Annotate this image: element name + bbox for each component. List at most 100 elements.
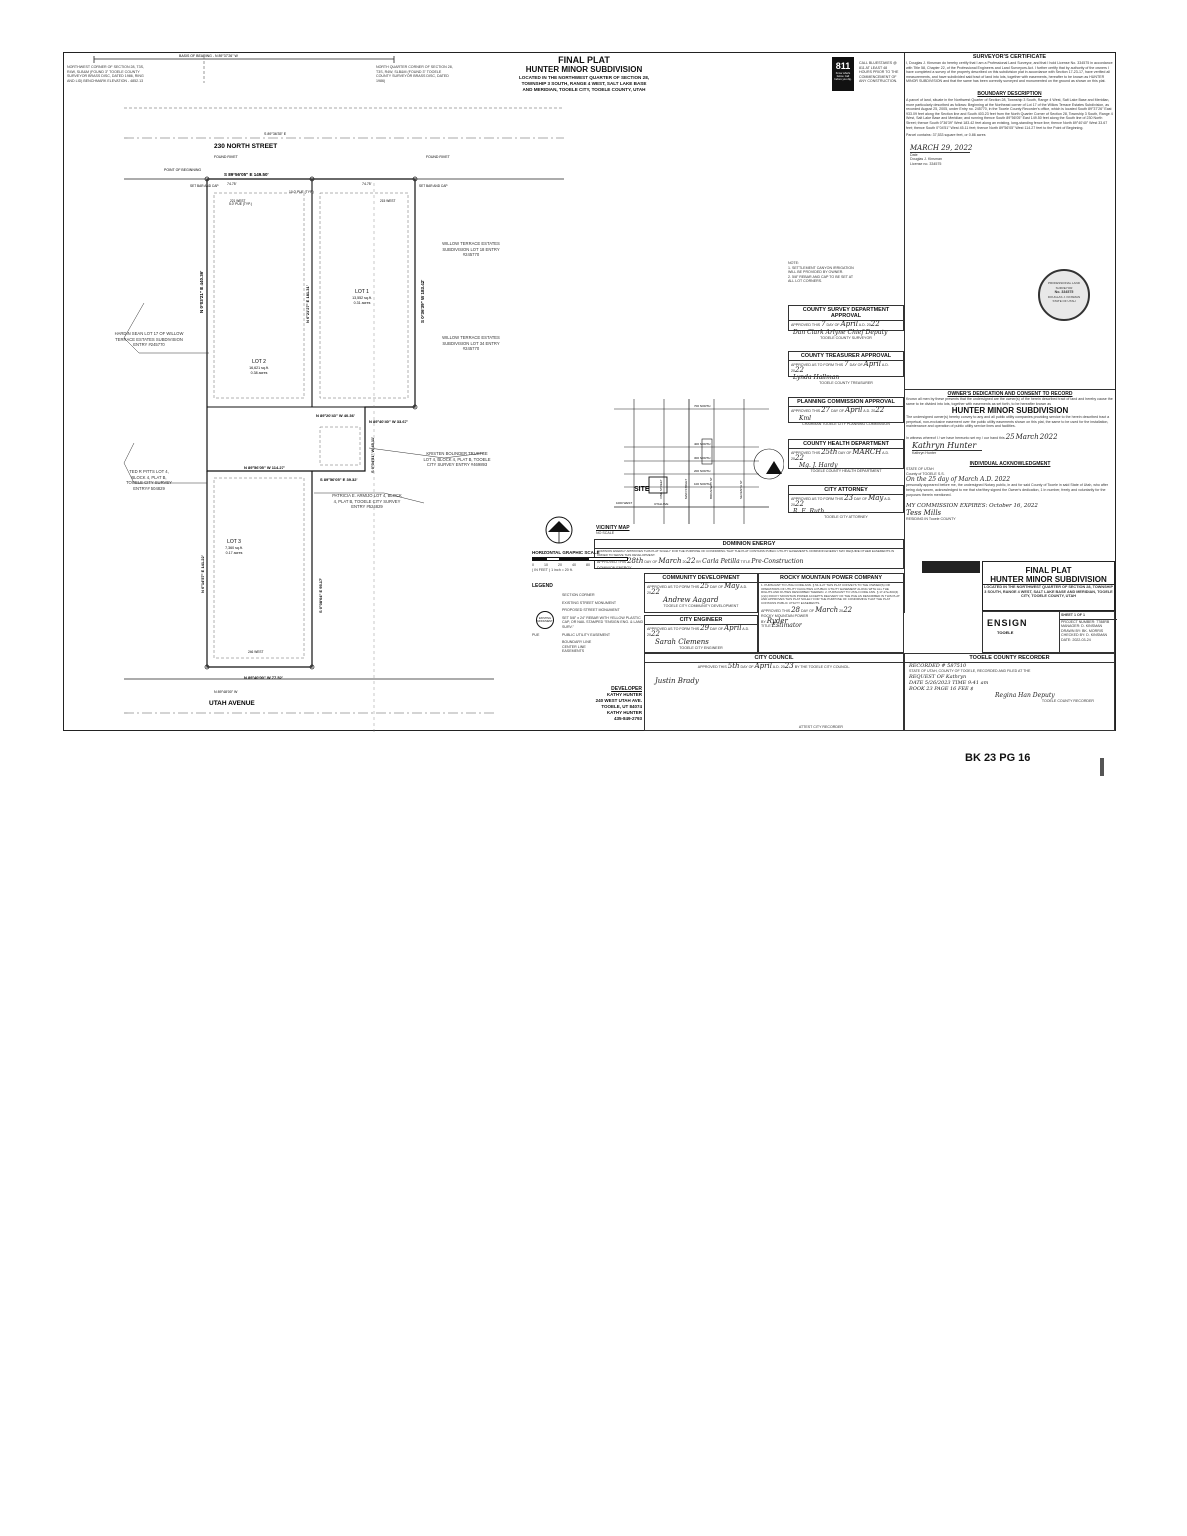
approval-year: 22 — [870, 320, 880, 328]
vicinity-site: SITE — [634, 486, 650, 493]
owner-witness: In witness whereof I / we have hereunto … — [906, 432, 1114, 441]
approval-caption: TOOELE CITY COMMUNITY DEVELOPMENT — [663, 604, 739, 609]
approval-signature: Ryder — [766, 616, 788, 625]
approval-signature: Justin Brady — [655, 676, 699, 685]
legend-pue-abbr: PUE — [532, 632, 540, 637]
vicinity-street-8: MAIN STREET — [684, 479, 688, 499]
scale-tick: 40 — [572, 563, 576, 567]
line-e: N 89°40'00" W 77.52' — [244, 675, 283, 680]
call-811-text: CALL BLUESTAKES @ 811 AT LEAST 48 HOURS … — [859, 61, 899, 84]
legend-item: CENTER LINE — [532, 645, 644, 650]
approval-month: March — [658, 557, 682, 566]
north-seg-1: 74.75' — [227, 182, 237, 186]
titleblock-subtitle: HUNTER MINOR SUBDIVISION — [983, 575, 1114, 585]
approval-by-title: Pre-Construction — [751, 558, 804, 566]
adjoiner-armijo: PATRICIA E. ARMIJO LOT 4, BLOCK 4, PLAT … — [332, 493, 402, 509]
lot1-label: LOT 1 — [355, 289, 369, 295]
scale-title: HORIZONTAL GRAPHIC SCALE — [532, 550, 600, 555]
approval-day: 5th — [727, 662, 740, 670]
approval-title: COMMUNITY DEVELOPMENT — [645, 574, 757, 583]
ack-ss: S.S. — [937, 471, 945, 476]
call-811-number: 811 — [835, 61, 851, 71]
street-south-label: UTAH AVENUE — [209, 700, 255, 707]
owner-subdivision: HUNTER MINOR SUBDIVISION — [951, 406, 1069, 416]
owner-dedication: OWNER'S DEDICATION AND CONSENT TO RECORD… — [906, 391, 1114, 522]
approval-year: 22 — [795, 499, 804, 508]
lot1-address: 215 WEST — [380, 199, 395, 203]
owner-witness-month: March — [1015, 432, 1039, 441]
vicinity-map: SITE 700 NORTH 400 NORTH 300 NORTH 200 N… — [594, 389, 784, 537]
approval-caption: TOOELE COUNTY HEALTH DEPARTMENT — [810, 469, 882, 474]
legend-item-label: CENTER LINE — [562, 644, 586, 649]
plat-sheet: BASIS OF BEARING - N 89°37'26" W NORTHWE… — [63, 52, 1117, 732]
sheet-number: SHEET 1 OF 1 — [1060, 612, 1117, 620]
approval-day: 28th — [627, 557, 644, 566]
project-number: PROJECT NUMBER: 7788RB — [1061, 619, 1110, 624]
adjoiner-lot34: WILLOW TERRACE ESTATES SUBDIVISION LOT 3… — [442, 335, 500, 351]
pue-side: 5.0' PUE (TYP.) — [229, 202, 252, 206]
call-811-sub: Know what's below. Call before you dig. — [834, 72, 852, 81]
note-title: NOTE: — [788, 261, 799, 265]
rmp-text: 1. PURSUANT TO UTAH CODE ANN. § 54-3-27 … — [761, 583, 900, 605]
ack-title: INDIVIDUAL ACKNOWLEDGMENT — [969, 461, 1051, 468]
street-south-bearing: N 89°48'00" W — [214, 690, 238, 694]
approval-date: APPROVED THIS 25th DAY OF MARCH A.D. 202… — [791, 448, 890, 462]
approval-caption: DOMINION ENERGY — [597, 565, 632, 570]
approval-date: APPROVED THIS 28 DAY OF March 2022 — [761, 605, 853, 614]
west-bearing: N 0°03'21" E 440.36' — [199, 271, 204, 313]
developer-block: DEVELOPER KATHY HUNTER 240 WEST UTAH AVE… — [574, 686, 642, 722]
approval-community: COMMUNITY DEVELOPMENT APPROVED AS TO FOR… — [644, 573, 758, 613]
lot3-label: LOT 3 — [227, 539, 241, 545]
street-north-bearing: S 89°36'35" E — [264, 132, 287, 136]
surveyor-title: SURVEYOR'S CERTIFICATE — [972, 54, 1047, 60]
recorder-date: DATE 5/26/2023 TIME 9:41 am — [909, 679, 989, 686]
vicinity-street-2: 400 NORTH — [694, 442, 710, 446]
approval-signature: Andrew Aagard — [663, 596, 719, 605]
vicinity-street-9: BROADWAY ST — [709, 477, 713, 499]
approval-title: COUNTY TREASURER APPROVAL — [789, 352, 903, 361]
approval-attorney: CITY ATTORNEY APPROVED AS TO FORM THIS 2… — [788, 485, 904, 519]
surveyor-box-left — [904, 53, 905, 613]
approval-date: APPROVED THIS 28th DAY OF March 2022 BY … — [597, 557, 804, 566]
lot2-acres: 0.38 acres — [251, 371, 268, 375]
developer-line-2: 240 WEST UTAH AVE. — [595, 698, 642, 703]
titleblock-title: FINAL PLAT — [1025, 566, 1072, 575]
checked-by: CHECKED BY: D. KINSMAN — [1061, 633, 1108, 638]
approval-caption: ROCKY MOUNTAIN POWER — [761, 614, 809, 619]
lot1-acres: 0.31 acres — [354, 301, 371, 305]
approval-dominion: DOMINION ENERGY DOMINION ENERGY APPROVES… — [594, 539, 904, 570]
surveyor-sign-license: License no. 334575 — [910, 161, 942, 166]
approval-signature: Mg. J. Hardy — [799, 462, 838, 470]
owner-title: OWNER'S DEDICATION AND CONSENT TO RECORD — [947, 391, 1073, 397]
legend-item: EASEMENTS — [532, 649, 644, 654]
owner-dedication-text: The undersigned owner(s) hereby convey t… — [906, 415, 1110, 429]
legend-title: LEGEND — [532, 583, 553, 589]
legend-item-label: BOUNDARY LINE — [562, 640, 592, 645]
approval-day: 7 — [844, 360, 849, 368]
legend-item: BOUNDARY LINE — [532, 640, 644, 645]
vicinity-street-11: 1000 WEST — [616, 501, 632, 505]
basis-bearing: BASIS OF BEARING - N 89°37'26" W — [179, 54, 238, 58]
set-bar-label-2: SET BAR AND CAP — [419, 184, 447, 188]
title-block: FINAL PLAT HUNTER MINOR SUBDIVISION LOCA… — [982, 561, 1115, 611]
county-recorder: TOOELE COUNTY RECORDER RECORDED # 587510… — [904, 653, 1115, 731]
lot3-area: 7,360 sq.ft. — [225, 546, 243, 550]
owner-signature: Kathryn Hunter — [912, 440, 977, 450]
scale-tick: 10 — [544, 563, 548, 567]
approval-caption: TOOELE COUNTY SURVEYOR — [820, 335, 872, 340]
approval-signature: Sarah Clemens — [655, 638, 709, 647]
line-d: S 89°56'05" E 39.32' — [320, 477, 357, 482]
pob-label: POINT OF BEGINNING — [164, 168, 201, 172]
approval-year: 22 — [795, 365, 804, 374]
approval-health: COUNTY HEALTH DEPARTMENT APPROVED THIS 2… — [788, 439, 904, 473]
vicinity-title: VICINITY MAP — [596, 525, 630, 531]
notary-stamp — [922, 561, 980, 573]
developer-title: DEVELOPER — [611, 686, 642, 692]
seal-line-3: DOUGLAS J. KINSMAN — [1047, 294, 1081, 299]
owner-name: Kathryn Hunter — [912, 449, 982, 456]
call-811-logo: 811 Know what's below. Call before you d… — [832, 57, 854, 91]
adjoiner-pitts: TED R PITTS LOT 4, BLOCK 4, PLAT B, TOOE… — [126, 469, 172, 491]
approval-month: MARCH — [852, 448, 882, 456]
legend-item: EXISTING STREET MONUMENT — [532, 601, 644, 606]
